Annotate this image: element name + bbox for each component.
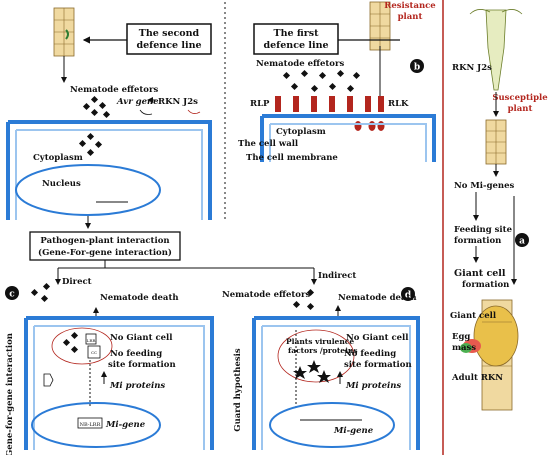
cytoplasm-left: Cytoplasm <box>33 153 83 163</box>
second-defence-line1: The second <box>139 28 200 39</box>
cytoplasm-right: Cytoplasm <box>276 127 326 137</box>
panel-b-label: b <box>414 63 420 73</box>
receptors <box>275 96 385 131</box>
rlk-label: RLK <box>388 99 409 109</box>
nb-lrr-shape <box>85 333 101 359</box>
rkn-j2s-right: RKN J2s <box>452 63 492 73</box>
no-mi-genes: No Mi-genes <box>454 181 515 191</box>
gene-for-gene-label: Gene-for-gene interaction <box>5 333 15 455</box>
susceptible-line1: Susceptiple <box>492 93 548 103</box>
cell-left-top <box>6 120 212 220</box>
nematode-effectors-d: Nematode effetors <box>222 290 310 300</box>
no-feeding-c-line1: No feeding <box>110 349 162 359</box>
cell-wall-label: The cell wall <box>238 139 299 149</box>
cc-tag: CC <box>91 350 97 355</box>
nematode-effectors-top: Nematode effetors <box>256 59 344 69</box>
second-defence-line2: defence line <box>136 40 201 51</box>
panel-b-badge: b <box>410 59 424 73</box>
plants-virulence-line1: Plants virulence <box>286 337 354 346</box>
nematode-effectors-left: Nematode effetors <box>70 85 158 95</box>
cell-right-top <box>260 114 436 162</box>
resistance-plant-line1: Resistance <box>384 1 436 11</box>
indirect-label: Indirect <box>318 271 356 281</box>
nematode-death-d: Nematode death <box>338 293 417 303</box>
second-defence-box: The second defence line <box>126 23 212 55</box>
rkn-j2s-left: RKN J2s <box>158 97 198 107</box>
giant-cell-line2: formation <box>462 280 509 290</box>
nb-lrr-box: NB-LRR <box>80 422 101 428</box>
no-feeding-d-line2: site formation <box>344 360 412 370</box>
first-defence-line2: defence line <box>263 40 328 51</box>
effector-dots-left <box>82 95 111 119</box>
mi-gene-d: Mi-gene <box>333 426 374 436</box>
resistance-plant-line2: plant <box>398 12 423 22</box>
no-feeding-c-line2: site formation <box>108 360 176 370</box>
mi-proteins-d: Mi proteins <box>345 381 401 391</box>
infected-root <box>460 299 519 411</box>
direct-label: Direct <box>62 277 92 287</box>
panel-c-badge: c <box>5 286 19 300</box>
lrr-tag: LRR <box>87 338 97 343</box>
panel-c-label: c <box>9 290 15 300</box>
pathogen-interaction-box: Pathogen-plant interaction (Gene-For-gen… <box>29 231 181 261</box>
no-giant-cell-c: No Giant cell <box>110 333 173 343</box>
root-segment-a <box>485 119 507 165</box>
giant-cell-line1: Giant cell <box>454 268 506 279</box>
feeding-site-line2: formation <box>454 236 501 246</box>
panel-d-label: d <box>405 291 412 301</box>
effector-dots-d <box>292 288 315 311</box>
root-image-far-right <box>469 9 523 91</box>
effector-dots-c-inner <box>62 331 79 354</box>
nematode-death-c: Nematode death <box>100 293 179 303</box>
panel-a-label: a <box>519 237 525 247</box>
feeding-site-line1: Feeding site <box>454 225 513 235</box>
egg-mass-line1: Egg <box>452 332 470 342</box>
rlp-label: RLP <box>250 99 270 109</box>
nucleus-c <box>31 402 161 448</box>
panel-a-badge: a <box>515 233 529 247</box>
root-image-right <box>369 1 391 51</box>
susceptible-line2: plant <box>508 104 533 114</box>
avr-gene: Avr gene <box>116 97 159 107</box>
nucleus-oval <box>15 164 161 216</box>
first-defence-line1: The first <box>274 28 320 39</box>
pathogen-line2: (Gene-For-gene interaction) <box>38 247 172 258</box>
cell-membrane-label: The cell membrane <box>246 153 338 163</box>
effector-dots-c <box>30 282 51 303</box>
mi-gene-c: Mi-gene <box>105 420 146 430</box>
panel-d-badge: d <box>401 287 415 301</box>
giant-cell-label: Giant cell <box>450 311 497 321</box>
nucleus-label: Nucleus <box>42 179 81 189</box>
plants-virulence-line2: factors /proteins <box>288 346 358 355</box>
effector-dots-cytoplasm <box>78 132 103 157</box>
no-giant-cell-d: No Giant cell <box>346 333 409 343</box>
pathogen-line1: Pathogen-plant interaction <box>40 236 169 246</box>
cell-d <box>252 316 420 450</box>
no-feeding-d-line1: No feeding <box>344 349 396 359</box>
effector-dots-top <box>282 69 361 93</box>
mi-proteins-c: Mi proteins <box>109 381 165 391</box>
protein-shape-c <box>43 373 54 387</box>
guard-hypothesis-label: Guard hypothesis <box>233 348 243 432</box>
first-defence-box: The first defence line <box>253 23 339 55</box>
adult-rkn: Adult RKN <box>451 373 503 383</box>
nucleus-d <box>269 402 395 448</box>
root-image-left <box>53 7 75 57</box>
egg-mass-line2: mass <box>452 343 476 353</box>
